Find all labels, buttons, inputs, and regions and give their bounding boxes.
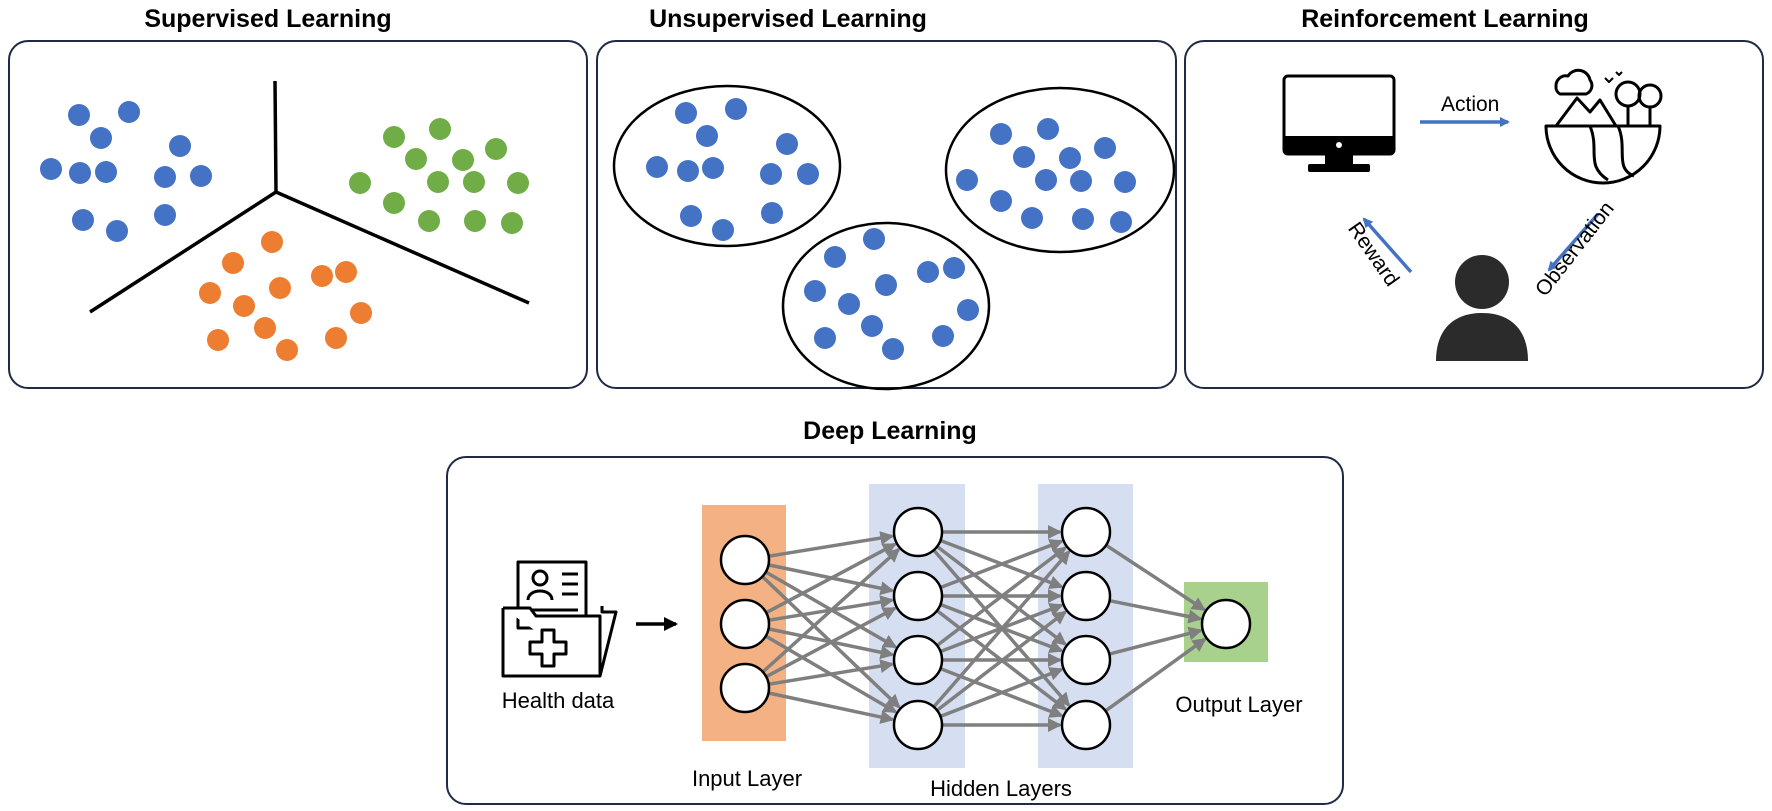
edge-hidden2-3-output-0 [1104, 637, 1207, 713]
output-node-0 [1200, 598, 1252, 650]
hidden1-node-3 [892, 699, 944, 751]
deep-title: Deep Learning [803, 417, 977, 445]
monitor-icon [1282, 74, 1396, 172]
observation-label: Observation [1531, 197, 1619, 300]
edge-input-0-hidden1-0 [768, 531, 895, 558]
edge-hidden1-3-hidden2-1 [935, 610, 1067, 712]
hidden2-node-3 [1060, 699, 1112, 751]
health-data-label: Health data [502, 688, 615, 713]
hidden1-node-1 [892, 570, 944, 622]
reinforcement-title: Reinforcement Learning [1301, 5, 1589, 33]
health-record-icon [501, 560, 618, 678]
edge-hidden1-2-hidden2-0 [936, 546, 1067, 647]
supervised-diagram [40, 80, 530, 361]
unsupervised-title: Unsupervised Learning [649, 5, 927, 33]
cluster-points [646, 98, 1136, 360]
edge-input-2-hidden1-2 [768, 659, 895, 686]
person-icon [1436, 255, 1528, 361]
edge-hidden2-0-output-0 [1105, 543, 1206, 612]
cluster-boundaries [612, 84, 1176, 391]
edge-hidden1-3-hidden2-0 [932, 550, 1071, 709]
edge-input-2-hidden1-0 [761, 548, 901, 674]
edge-input-1-hidden1-0 [765, 542, 897, 615]
reward-arrow [1362, 217, 1413, 274]
edge-hidden2-1-output-0 [1109, 598, 1203, 624]
input-node-1 [719, 598, 771, 650]
environment-icon [1544, 68, 1663, 185]
green-class-points [349, 118, 529, 234]
hidden2-node-0 [1060, 506, 1112, 558]
hidden-layers-label: Hidden Layers [930, 776, 1072, 801]
deep-diagram: Health data Input Layer Hidden Layers Ou… [501, 484, 1303, 801]
class-boundaries [89, 80, 530, 314]
observation-arrow [1547, 212, 1600, 272]
edge-input-2-hidden1-1 [765, 606, 897, 679]
edge-hidden1-1-hidden2-0 [939, 538, 1064, 590]
input-node-2 [719, 662, 771, 714]
orange-class-points [199, 231, 372, 361]
hidden1-node-0 [892, 506, 944, 558]
reinforcement-diagram: Action Observation Reward [1282, 68, 1663, 361]
output-layer-label: Output Layer [1175, 692, 1302, 717]
action-label: Action [1441, 93, 1499, 116]
input-node-0 [719, 534, 771, 586]
edge-input-2-hidden1-3 [768, 691, 895, 724]
hidden2-node-2 [1060, 634, 1112, 686]
edge-hidden1-3-hidden2-2 [939, 667, 1064, 718]
input-layer-label: Input Layer [692, 766, 802, 791]
supervised-title: Supervised Learning [144, 5, 392, 33]
hidden2-node-1 [1060, 570, 1112, 622]
supervised-panel [8, 40, 588, 389]
edge-hidden2-2-output-0 [1108, 626, 1203, 656]
network-edges [761, 525, 1207, 732]
blue-class-points [40, 101, 212, 242]
unsupervised-diagram [612, 84, 1176, 391]
network-nodes [719, 506, 1252, 751]
hidden1-node-2 [892, 634, 944, 686]
